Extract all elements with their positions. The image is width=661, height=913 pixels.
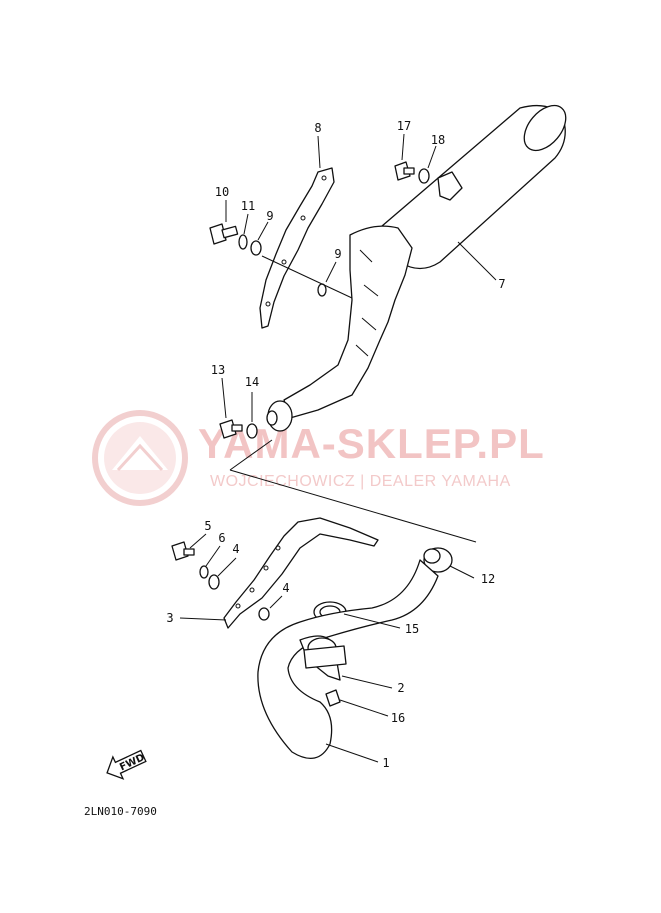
- fwd-arrow-icon: FWD: [106, 749, 147, 780]
- bracket: [259, 167, 335, 329]
- part-label-16: 16: [391, 711, 405, 725]
- part-label-4: 4: [232, 542, 239, 556]
- part-label-11: 11: [241, 199, 255, 213]
- part-label-2: 2: [397, 681, 404, 695]
- exhaust-pipe: [257, 559, 439, 760]
- part-label-14: 14: [245, 375, 259, 389]
- part-label-1: 1: [382, 756, 389, 770]
- part-labels: 8 10 11 9 9 17 18 7 13 14 5 6 4 4 3 12 1…: [166, 119, 505, 770]
- part-label-8: 8: [314, 121, 321, 135]
- part-label-4b: 4: [282, 581, 289, 595]
- protector: [171, 517, 379, 629]
- muffler: [266, 104, 567, 432]
- part-label-9: 9: [266, 209, 273, 223]
- watermark: YAMA-SKLEP.PL WOJCIECHOWICZ | DEALER YAM…: [92, 410, 544, 506]
- watermark-subtitle: WOJCIECHOWICZ | DEALER YAMAHA: [210, 473, 511, 490]
- part-label-18: 18: [431, 133, 445, 147]
- part-label-10: 10: [215, 185, 229, 199]
- part-label-7: 7: [498, 277, 505, 291]
- watermark-logo: [92, 410, 188, 506]
- part-label-9b: 9: [334, 247, 341, 261]
- part-label-12: 12: [481, 572, 495, 586]
- diagram-code: 2LN010-7090: [84, 805, 157, 818]
- leader-lines: [179, 133, 497, 763]
- part-label-17: 17: [397, 119, 411, 133]
- part-label-5: 5: [204, 519, 211, 533]
- part-label-3: 3: [166, 611, 173, 625]
- part-label-6: 6: [218, 531, 225, 545]
- part-label-15: 15: [405, 622, 419, 636]
- part-label-13: 13: [211, 363, 225, 377]
- upper-fasteners: [209, 161, 430, 439]
